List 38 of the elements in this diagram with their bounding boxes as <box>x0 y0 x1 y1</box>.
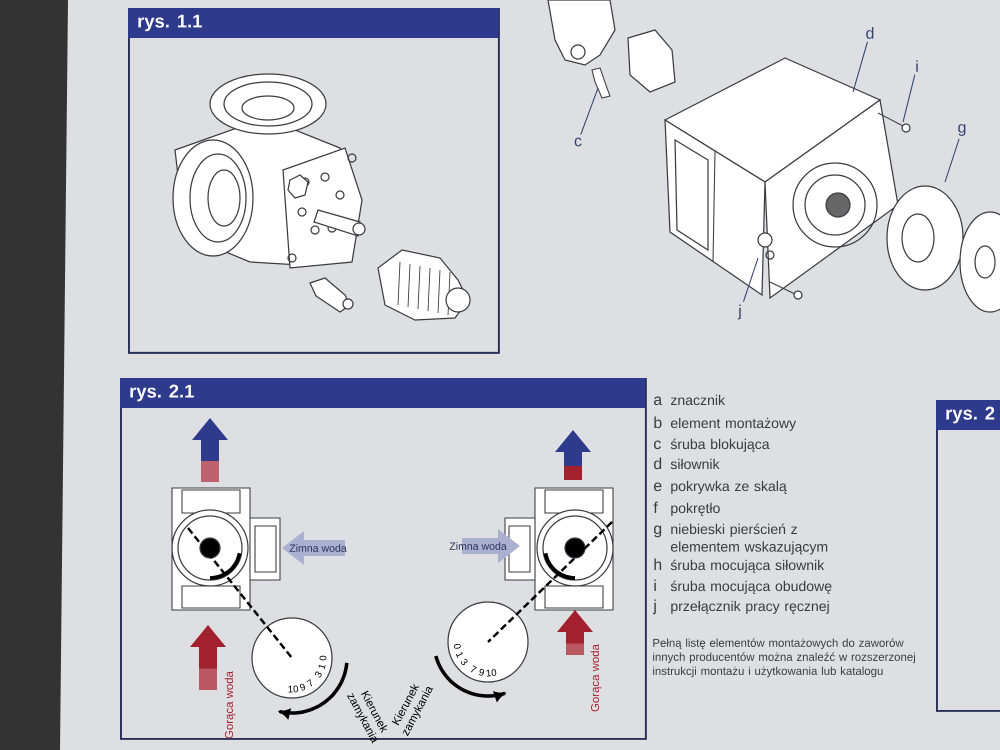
flow-label: Gorąca woda <box>590 644 602 712</box>
flow-label: Zimna woda <box>450 542 507 550</box>
leader-line <box>742 258 759 302</box>
flow-label: Gorąca woda <box>224 671 236 738</box>
scale-number: 9 <box>479 668 484 676</box>
item-description: śruba blokująca <box>670 438 770 452</box>
scale-number: 1 <box>318 665 326 670</box>
item-description: przełącznik pracy ręcznej <box>671 600 829 614</box>
scale-number: 7 <box>306 679 312 686</box>
item-description: element montażowy <box>670 418 796 431</box>
item-description: śruba mocująca obudowę <box>670 580 832 594</box>
callout-letter: g <box>958 124 966 136</box>
figure-panel: rys. 2 <box>936 400 1000 712</box>
callout-letter: i <box>916 60 918 72</box>
scale-number: 7 <box>471 665 477 672</box>
scale-number: 3 <box>314 671 322 678</box>
callout-letter: j <box>738 304 741 320</box>
item-description: śruba mocująca siłownik <box>670 560 824 573</box>
scale-number: 10 <box>486 669 496 677</box>
callout-letter: d <box>866 27 874 39</box>
item-description: pokrywka ze skalą <box>671 480 787 494</box>
leader-line <box>852 42 868 92</box>
figure-panel: rys. 1.1 <box>128 8 500 354</box>
item-description: pokrętło <box>671 502 720 516</box>
leader-line <box>944 138 960 182</box>
scale-number: 9 <box>300 684 306 691</box>
item-description: znacznik <box>670 394 726 406</box>
leader-line <box>902 74 916 122</box>
scale-number: 10 <box>288 686 298 692</box>
flow-label: Zimna woda <box>290 544 347 552</box>
leader-line <box>580 88 598 135</box>
scale-number: 0 <box>454 644 461 649</box>
footnote: Pełną listę elementów montażowych do zaworów innych producentów można znaleźć w rozszerzonej instrukcji montażu i użytkowania lub katalogu <box>653 638 915 678</box>
scale-number: 1 <box>456 652 463 658</box>
item-description: siłownik <box>670 458 720 470</box>
callout-letter: c <box>574 138 582 146</box>
scale-number: 3 <box>461 658 468 666</box>
scale-number: 0 <box>320 656 326 660</box>
